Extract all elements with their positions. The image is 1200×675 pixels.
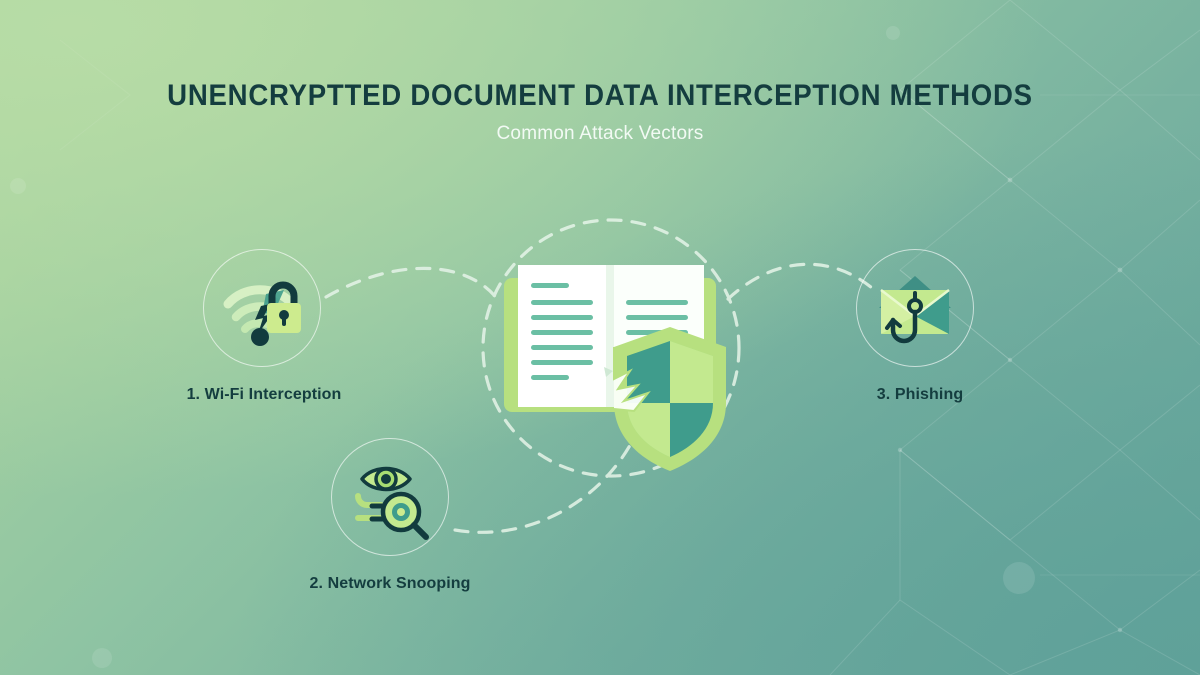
page-title: UNENCRYPTTED DOCUMENT DATA INTERCEPTION … — [167, 79, 1033, 112]
node-network-snooping[interactable] — [331, 438, 449, 556]
page-subtitle: Common Attack Vectors — [496, 123, 704, 144]
heading-block: UNENCRYPTTED DOCUMENT DATA INTERCEPTION … — [0, 78, 1200, 145]
page-tear-fleck — [604, 367, 613, 377]
bokeh-dot — [886, 26, 900, 40]
connector-center-to-phish — [726, 262, 874, 301]
node-phishing[interactable] — [856, 249, 974, 367]
shield-crack — [614, 347, 648, 411]
node-label-wifi-interception: 1. Wi-Fi Interception — [186, 386, 342, 403]
book-text-lines-left — [531, 283, 593, 380]
bokeh-dot — [92, 648, 112, 668]
eye-magnifier-icon — [355, 466, 429, 540]
node-label-phishing: 3. Phishing — [876, 386, 964, 403]
node-label-network-snooping: 2. Network Snooping — [309, 575, 471, 592]
node-wifi-interception[interactable] — [203, 249, 321, 367]
bokeh-dot — [1003, 562, 1035, 594]
bokeh-dot — [10, 178, 26, 194]
connector-wifi-to-center — [324, 266, 500, 302]
envelope-hook-icon — [879, 276, 951, 344]
wifi-lock-icon — [223, 281, 301, 346]
broken-shield-icon — [613, 327, 726, 471]
book-spine — [606, 265, 614, 407]
central-document-shield-graphic — [478, 215, 744, 481]
